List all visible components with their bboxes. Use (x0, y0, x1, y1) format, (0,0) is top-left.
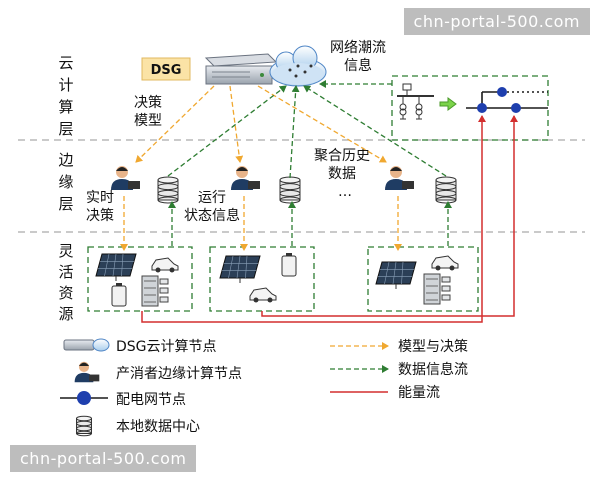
text-line: 实时 (86, 190, 114, 206)
prosumer-icon (231, 166, 260, 190)
legend-label-prosumer: 产消者边缘计算节点 (116, 366, 242, 382)
legend-grid-node-icon (77, 391, 91, 405)
energy-flow-line (261, 115, 518, 317)
ellipsis: … (338, 184, 352, 200)
decision-model-label: 决策模型 (134, 94, 162, 129)
legend-database-icon (76, 415, 92, 437)
battery-icon (281, 253, 297, 277)
text-line: 运行 (198, 190, 226, 206)
prosumer-icon (385, 166, 414, 190)
model-decision-arrow (229, 85, 244, 163)
legend-label-grid-node: 配电网节点 (116, 392, 186, 408)
text-line: 信息 (344, 57, 372, 74)
model-decision-arrow (257, 85, 387, 163)
layer-title-flexible: 灵活资源 (58, 242, 73, 323)
cloud-icon (269, 45, 327, 87)
grid-node-icon (477, 103, 487, 113)
transformer-icon (397, 83, 434, 120)
text-line: 数据 (328, 166, 356, 182)
layer-title-cloud: 云计算层 (58, 54, 73, 138)
solar-panel-icon (95, 253, 137, 281)
layer-char: 算 (58, 98, 73, 116)
network-flow-info-label: 网络潮流信息 (330, 40, 386, 74)
watermark-bottom: chn-portal-500.com (10, 445, 197, 472)
dsg-label-box (141, 57, 191, 81)
aggregated-history-label: 聚合历史数据 (314, 148, 370, 182)
text-line: 模型 (134, 113, 162, 129)
resource-group-box (367, 246, 479, 312)
green-arrow-icon (439, 97, 457, 111)
database-icon (76, 415, 92, 437)
layer-char: 缘 (58, 173, 73, 191)
data-flow-arrow (167, 85, 287, 177)
model-decision-arrow (135, 85, 215, 163)
battery-icon (111, 283, 127, 307)
layer-char: 层 (58, 120, 73, 138)
ev-car-icon (249, 287, 277, 303)
database-icon (435, 176, 457, 204)
realtime-decision-label: 实时决策 (86, 190, 114, 224)
solar-panel-icon (375, 261, 417, 289)
layer-char: 活 (58, 263, 73, 281)
layer-char: 云 (58, 54, 73, 72)
legend: DSG云计算节点 产消者边缘计算节点 配电网节点 本地数据中心 模型与决策 数据… (60, 338, 468, 437)
legend-label-local-dc: 本地数据中心 (116, 419, 200, 435)
layer-char: 灵 (58, 242, 73, 260)
text-line: 决策 (134, 94, 162, 111)
prosumer-icon (111, 166, 140, 190)
storage-rack-icon (141, 275, 169, 307)
grid-node-icon (497, 87, 507, 97)
data-flow-arrow (303, 85, 447, 177)
text-line: 决策 (86, 207, 114, 224)
watermark-top: chn-portal-500.com (403, 8, 590, 35)
ev-car-icon (151, 257, 179, 273)
prosumer-icon (74, 361, 100, 383)
text-line: 状态信息 (184, 207, 240, 224)
layer-char: 边 (58, 151, 73, 169)
grid-node-icon (511, 103, 521, 113)
solar-panel-icon (219, 255, 261, 283)
operation-status-label: 运行状态信息 (184, 190, 240, 224)
database-icon (157, 176, 179, 204)
legend-cloud-icon (63, 338, 110, 352)
layer-char: 层 (58, 195, 73, 213)
legend-label-model-decision: 模型与决策 (398, 338, 468, 355)
legend-prosumer-icon (74, 361, 100, 383)
ev-car-icon (431, 255, 459, 271)
legend-label-dsg-cloud: DSG云计算节点 (116, 339, 217, 355)
layer-char: 计 (58, 76, 73, 94)
database-icon (279, 176, 301, 204)
text-line: 网络潮流 (330, 40, 386, 56)
text-line: 聚合历史 (314, 148, 370, 164)
layer-title-edge: 边缘层 (58, 151, 73, 213)
energy-flow-line (141, 115, 486, 323)
dsg-server-icon (204, 53, 278, 85)
dsg-label: DSG (151, 63, 182, 78)
layer-char: 资 (58, 284, 73, 302)
storage-rack-icon (423, 273, 451, 305)
layer-char: 源 (58, 305, 73, 323)
legend-label-energy-flow: 能量流 (398, 385, 440, 401)
data-flow-arrow (289, 85, 300, 179)
legend-label-data-flow: 数据信息流 (398, 361, 468, 378)
resource-group-box (87, 246, 193, 312)
